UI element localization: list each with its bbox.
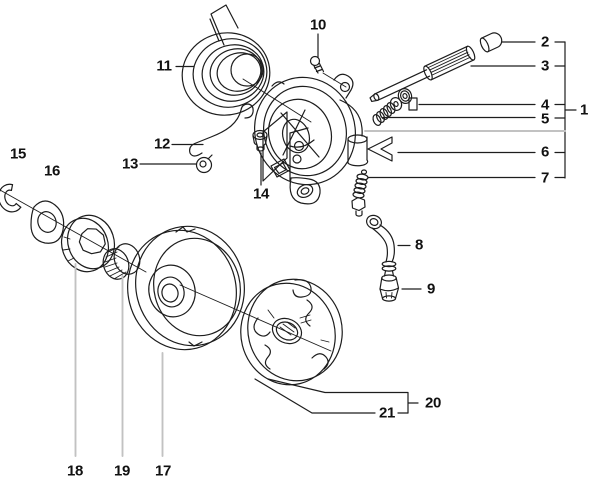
callout-18: 18 [66, 462, 84, 480]
callout-1: 1 [579, 101, 589, 119]
part-5-spring [372, 102, 396, 126]
callout-15: 15 [9, 145, 27, 163]
callout-14: 14 [252, 185, 270, 203]
callout-leaders [139, 33, 577, 414]
callout-21: 21 [378, 404, 396, 422]
callout-17: 17 [154, 462, 172, 480]
part-15-circlip [0, 183, 22, 213]
part-12-oil-line [189, 103, 254, 157]
part-13-grommet [195, 154, 213, 174]
part-17-clutch-drum [127, 225, 245, 351]
gray-leaders [74, 130, 566, 457]
callout-2: 2 [540, 33, 550, 51]
part-2-cap [479, 32, 503, 53]
callout-13: 13 [121, 155, 139, 173]
part-20-clutch-assembly [240, 278, 343, 386]
callout-5: 5 [540, 110, 550, 128]
part-3-pump-plunger [369, 45, 476, 103]
callout-6: 6 [540, 143, 550, 161]
part-11-worm-drive [181, 4, 271, 116]
callout-20: 20 [424, 394, 442, 412]
part-4-washers [389, 88, 418, 111]
part-18-sprocket-rim [60, 214, 116, 273]
callout-11: 11 [156, 57, 172, 75]
callout-10: 10 [309, 16, 327, 34]
callout-12: 12 [153, 135, 171, 153]
part-1-pump-housing [254, 73, 369, 205]
callout-4: 4 [540, 96, 550, 114]
callout-8: 8 [414, 236, 424, 254]
part-16-washer [30, 200, 65, 244]
part-10-screw [309, 55, 325, 74]
part-14-bushing [252, 129, 268, 152]
part-7-adjuster-screw [351, 169, 369, 217]
callout-9: 9 [426, 280, 436, 298]
part-8-oil-hose [366, 214, 397, 277]
part-19-needle-bearing [102, 243, 141, 280]
callout-19: 19 [113, 462, 131, 480]
callout-3: 3 [540, 57, 550, 75]
part-6-arrow [367, 136, 393, 162]
axis-centerlines [0, 72, 347, 352]
part-9-oil-filter [379, 274, 400, 302]
callout-16: 16 [43, 162, 61, 180]
callout-7: 7 [540, 169, 550, 187]
